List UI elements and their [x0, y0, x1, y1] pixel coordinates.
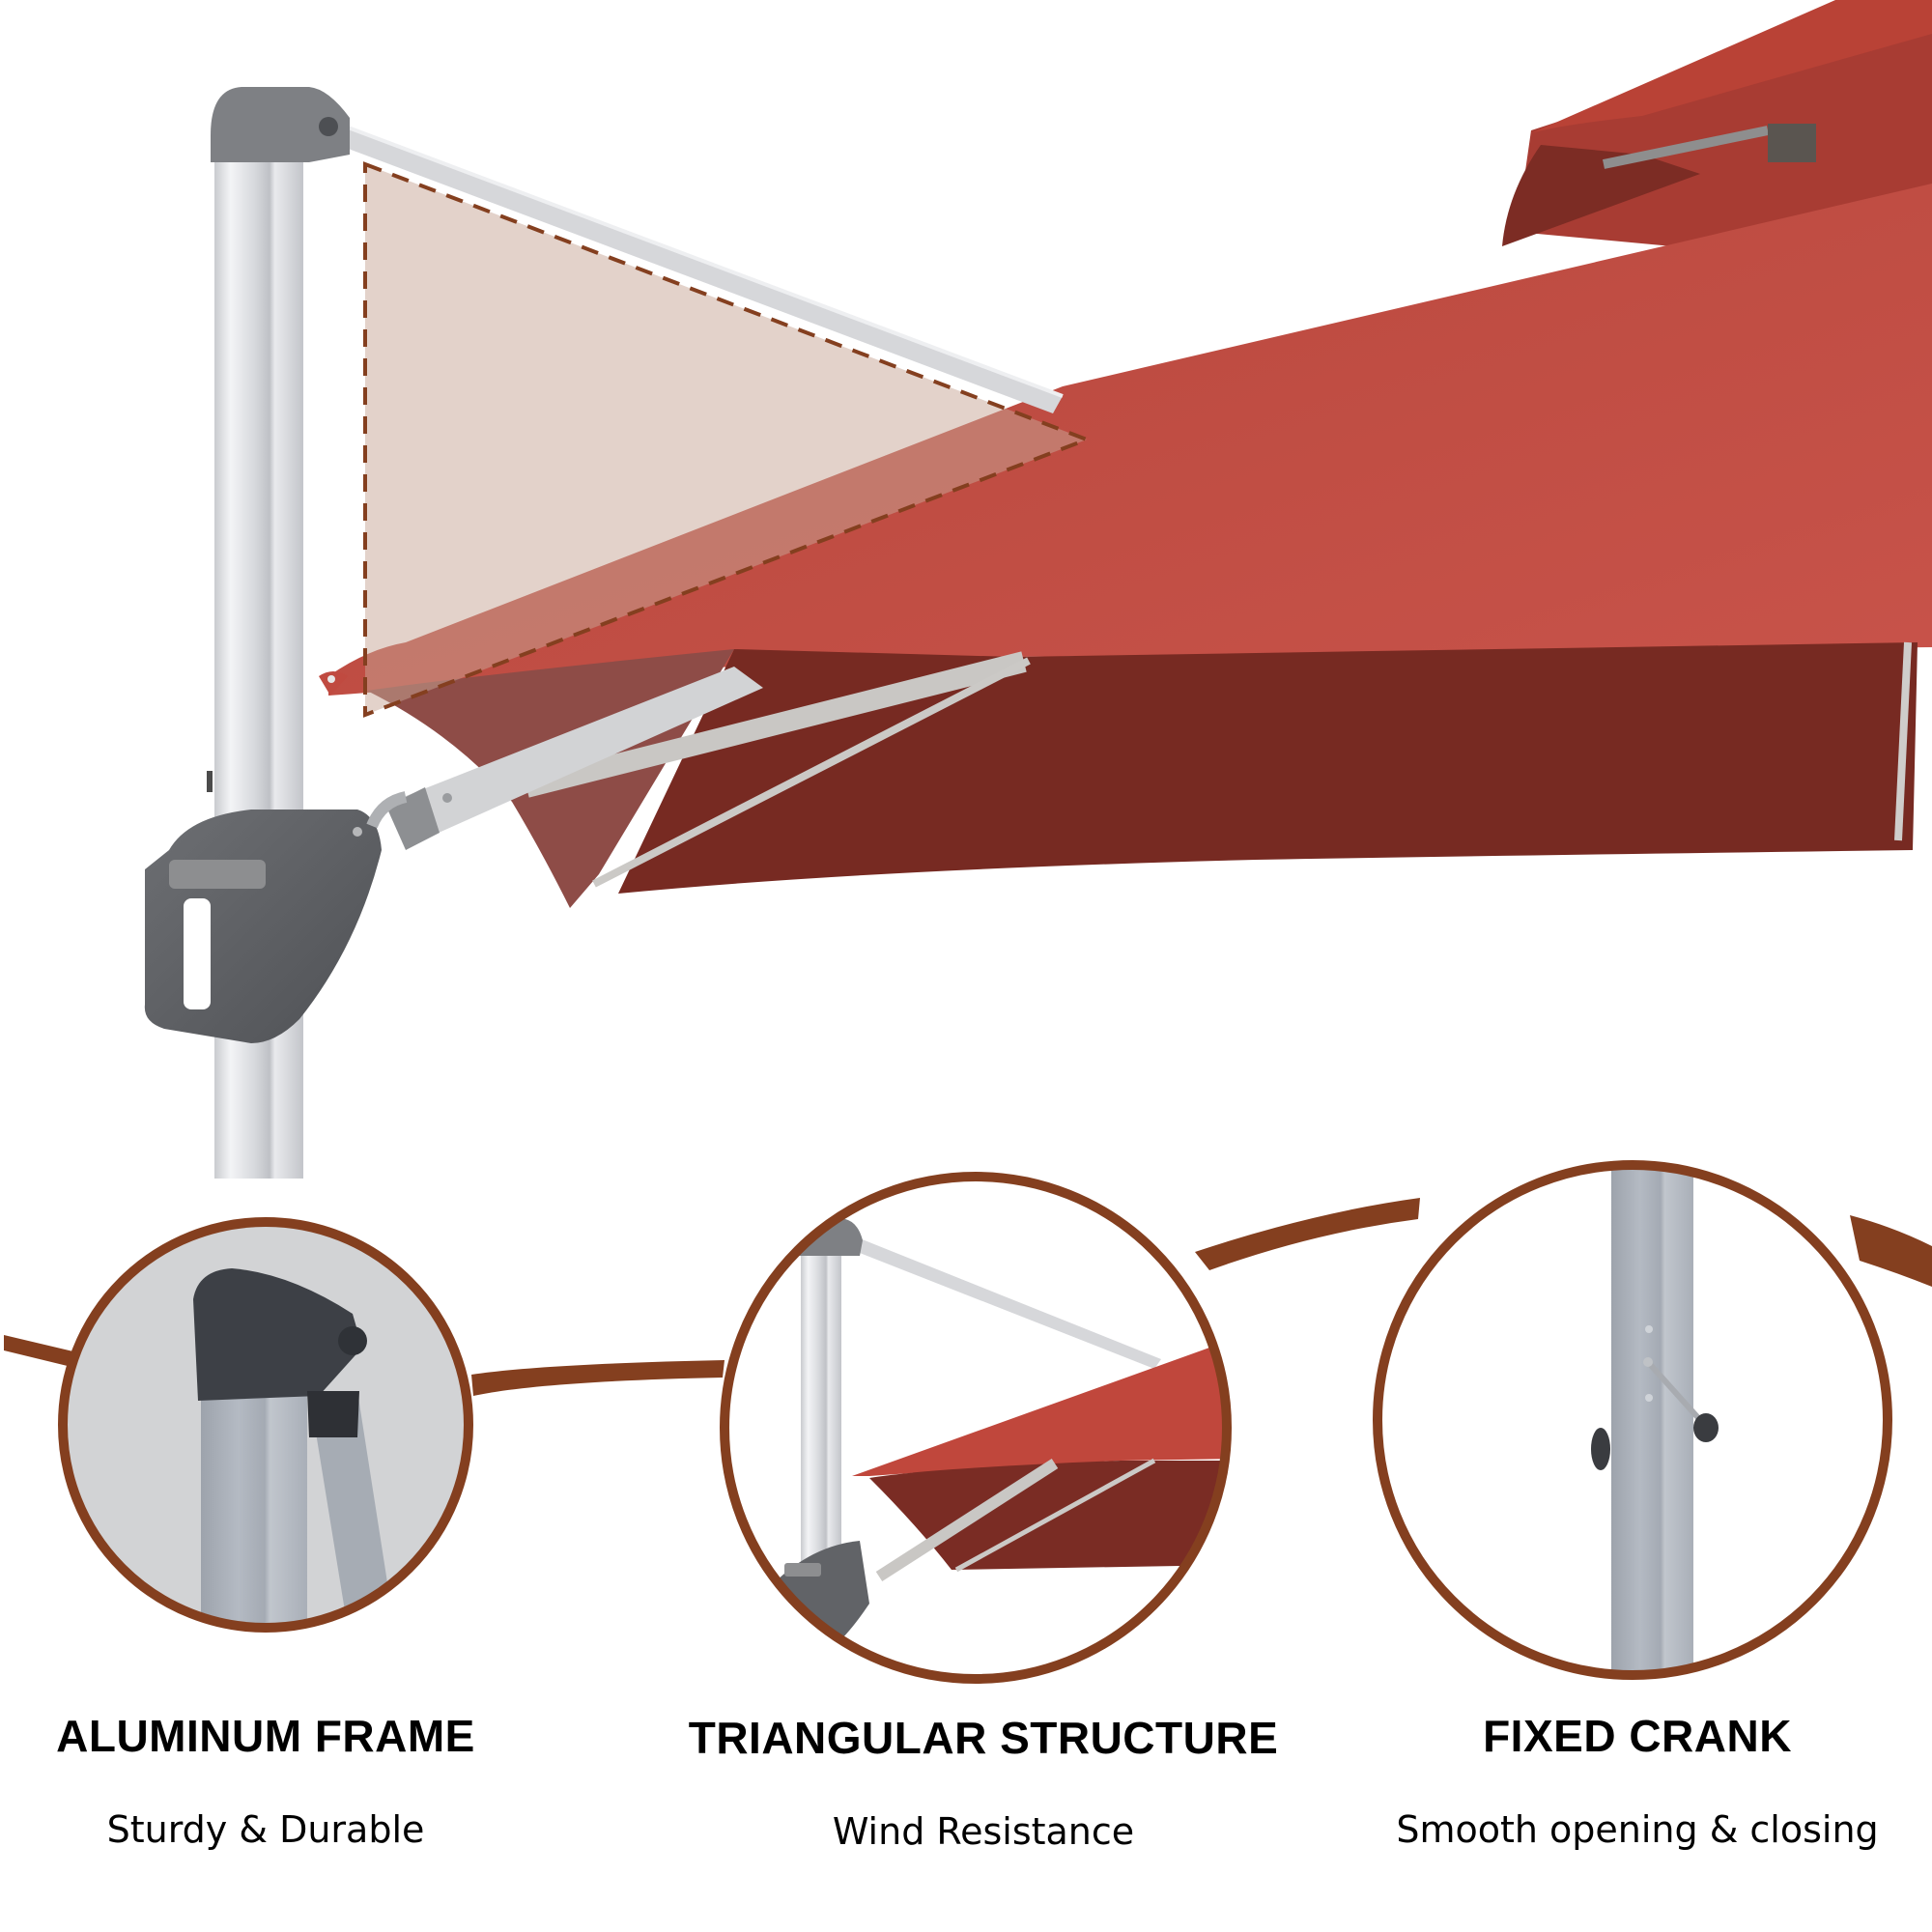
- feature-fixed-crank: FIXED CRANK Smooth opening & closing: [1299, 1710, 1932, 1851]
- detail-circle-aluminum-frame: [58, 1217, 473, 1633]
- feature-title: FIXED CRANK: [1483, 1711, 1792, 1761]
- lower-support-arm: [391, 667, 763, 845]
- pole-hub-handle: [144, 810, 382, 1043]
- triangle-highlight: [365, 164, 1087, 715]
- feature-subtitle: Wind Resistance: [832, 1810, 1135, 1853]
- connector-band: [4, 1198, 1932, 1396]
- feature-subtitle: Sturdy & Durable: [106, 1808, 425, 1851]
- feature-subtitle: Smooth opening & closing: [1396, 1808, 1879, 1851]
- detail-circle-fixed-crank: [1373, 1160, 1892, 1680]
- upper-brace-rod: [338, 126, 1063, 413]
- detail-circle-triangular-structure: [720, 1172, 1232, 1684]
- triangle-dashed-outline: [363, 161, 1093, 718]
- upper-canopy: [1502, 0, 1932, 270]
- feature-title: TRIANGULAR STRUCTURE: [688, 1713, 1279, 1763]
- feature-title: ALUMINUM FRAME: [56, 1711, 475, 1761]
- feature-triangular-structure: TRIANGULAR STRUCTURE Wind Resistance: [645, 1712, 1321, 1853]
- pole-top-cap: [211, 87, 350, 162]
- feature-aluminum-frame: ALUMINUM FRAME Sturdy & Durable: [0, 1710, 604, 1851]
